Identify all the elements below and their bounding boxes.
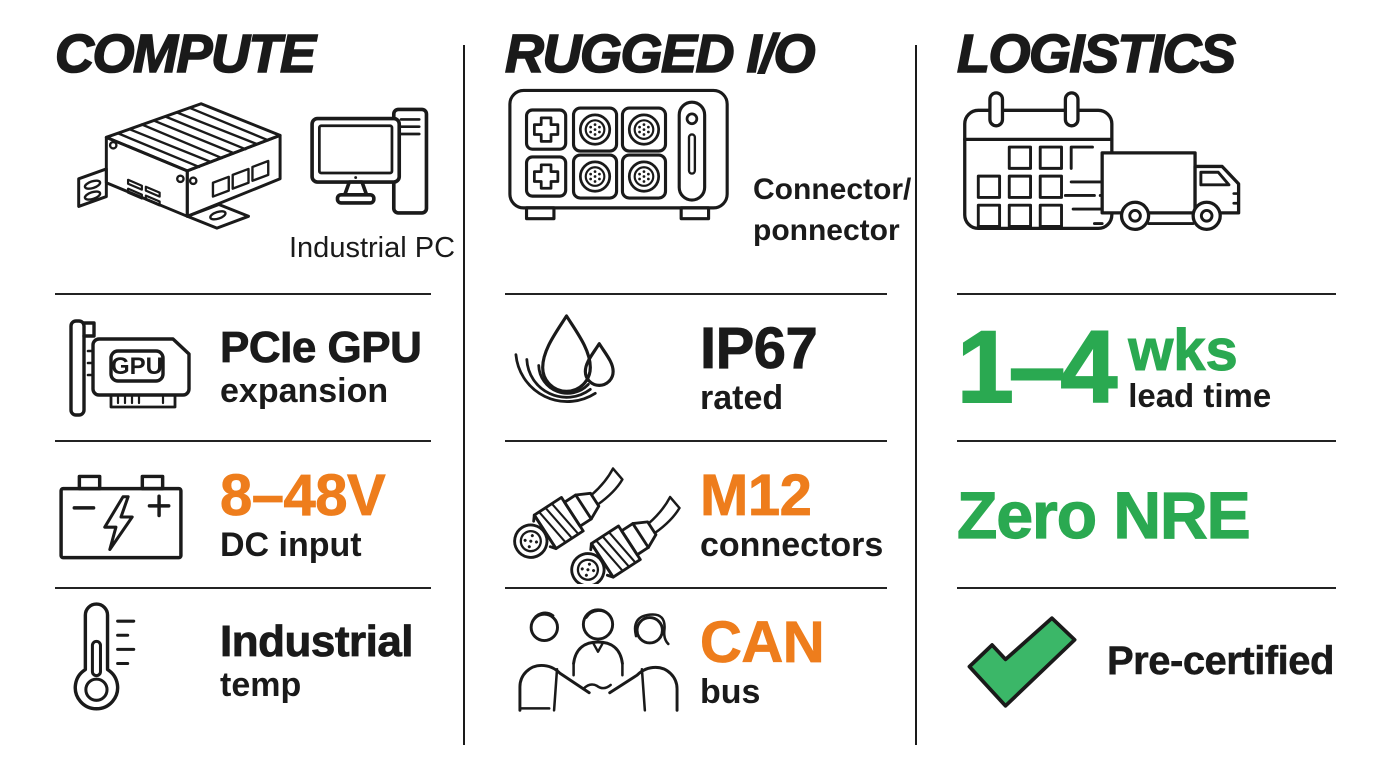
rugged-io-title: RUGGED I/O xyxy=(504,24,816,84)
calendar-truck-icon xyxy=(957,82,1257,248)
compute-intro: Industrial PC xyxy=(55,82,455,293)
vertical-divider-1 xyxy=(463,45,465,745)
feature-label: bus xyxy=(700,672,761,711)
lead-time-value: 1–4 xyxy=(956,309,1118,424)
connector-caption-line1: Connector/ xyxy=(753,173,912,206)
lead-time-unit: wks xyxy=(1128,318,1239,384)
feature-label: rated xyxy=(700,378,784,417)
feature-value: IP67 xyxy=(700,315,819,381)
feature-label: DC input xyxy=(220,525,362,564)
logistics-intro xyxy=(957,82,1336,293)
feature-label: temp xyxy=(220,665,302,704)
connector-caption: Connector/ ponnector xyxy=(753,170,911,251)
column-logistics: LOGISTICS xyxy=(956,0,1336,768)
feature-pcie-gpu: GPU PCIe GPU expansion xyxy=(55,293,431,440)
feature-label: connectors xyxy=(700,525,884,564)
gpu-card-icon: GPU xyxy=(55,312,220,424)
feature-lead-time: 1–4 wks lead time xyxy=(956,293,1336,440)
feature-dc-input: 8–48V DC input xyxy=(55,440,431,587)
thermometer-icon xyxy=(55,599,220,725)
checkmark-icon xyxy=(957,613,1107,711)
feature-value: Industrial xyxy=(220,616,414,666)
industrial-pc-caption: Industrial PC xyxy=(289,232,456,264)
feature-zero-nre: Zero NRE xyxy=(956,440,1336,587)
compute-title: COMPUTE xyxy=(54,24,317,84)
desktop-pc-icon xyxy=(301,104,443,222)
feature-value: 8–48V xyxy=(220,462,387,528)
battery-icon xyxy=(55,464,220,566)
feature-m12: M12 connectors xyxy=(505,440,887,587)
industrial-pc-box-icon xyxy=(55,82,287,244)
feature-value: M12 xyxy=(700,462,813,528)
gpu-label: GPU xyxy=(111,353,163,380)
handshake-people-icon xyxy=(505,601,700,723)
feature-ip67: IP67 rated xyxy=(505,293,887,440)
water-drops-icon xyxy=(505,306,700,430)
column-compute: COMPUTE xyxy=(54,0,455,768)
connector-caption-line2: ponnector xyxy=(753,213,900,247)
feature-value: PCIe GPU xyxy=(220,322,423,372)
connector-panel-icon xyxy=(505,82,735,230)
feature-label: expansion xyxy=(220,371,389,410)
feature-value: CAN xyxy=(700,609,825,675)
zero-nre-value: Zero NRE xyxy=(956,477,1251,552)
pre-certified-value: Pre-certified xyxy=(1107,639,1335,684)
rugged-io-intro: Connector/ ponnector xyxy=(505,82,911,293)
feature-pre-certified: Pre-certified xyxy=(957,587,1336,734)
m12-connectors-icon xyxy=(505,446,700,584)
logistics-title: LOGISTICS xyxy=(956,24,1237,84)
column-rugged-io: RUGGED I/O xyxy=(504,0,911,768)
lead-time-label: lead time xyxy=(1128,376,1272,414)
feature-industrial-temp: Industrial temp xyxy=(55,587,431,734)
feature-can-bus: CAN bus xyxy=(505,587,887,734)
vertical-divider-2 xyxy=(915,45,917,745)
